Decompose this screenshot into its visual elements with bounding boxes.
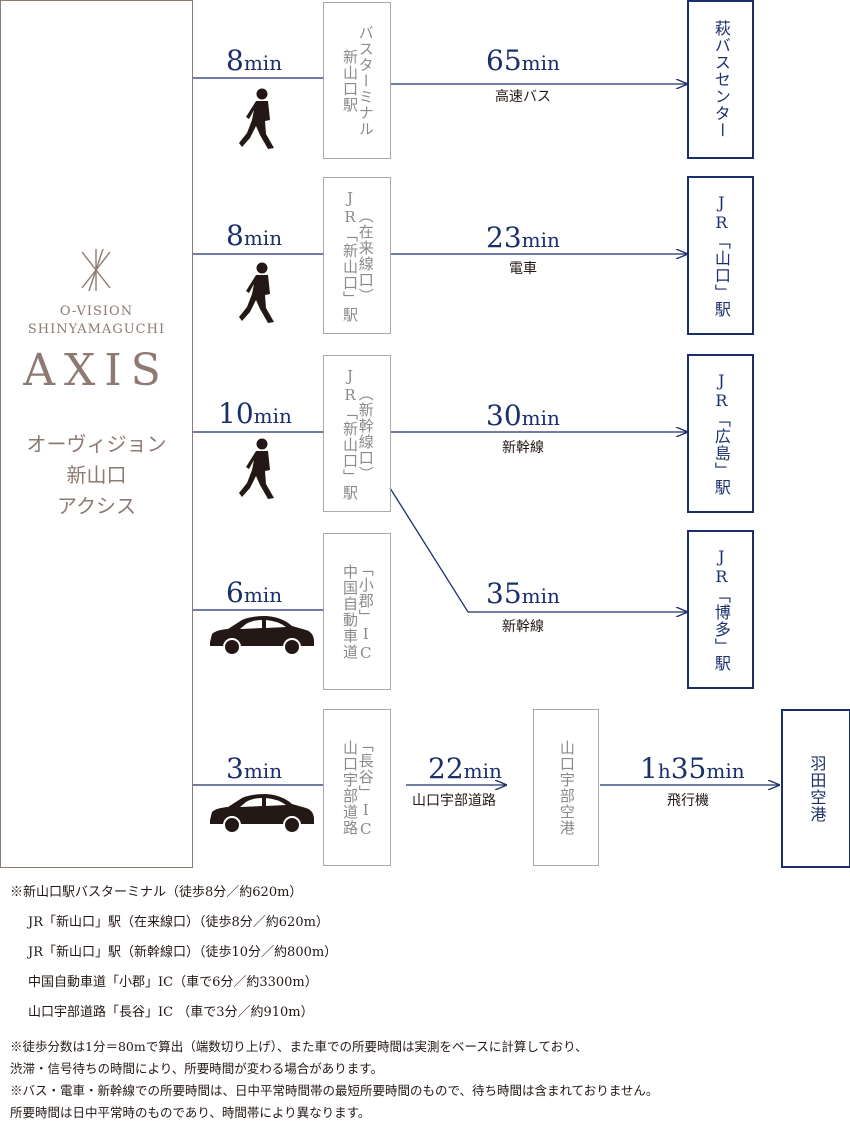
r2-leg2-mode: 電車	[509, 261, 537, 277]
r5-leg1-time: 6min	[226, 576, 283, 609]
r6-leg3-mode: 飛行機	[667, 793, 709, 809]
hub-bus-terminal: 新山口駅 バスターミナル	[323, 2, 391, 159]
brand-subtitle-1: O-VISION	[59, 304, 134, 319]
brand-jp-1: オーヴィジョン	[26, 432, 167, 456]
footnote-line: ※徒歩分数は1分＝80mで算出（端数切り上げ）、また車での所要時間は実測をベース…	[10, 1039, 588, 1054]
car-icon	[210, 794, 314, 834]
r1-leg2-time: 65min	[486, 44, 560, 77]
hub-jr-shinyamaguchi-shinkansen: JR「新山口」駅 （新幹線口）	[323, 355, 391, 512]
note-line: 山口宇部道路「長谷」IC （車で3分／約910m）	[28, 1005, 314, 1020]
footnote-line: 渋滞・信号待ちの時間により、所要時間が変わる場合があります。	[10, 1061, 384, 1076]
r3-leg2-time: 30min	[486, 399, 560, 432]
dest-haneda-airport: 羽田空港	[781, 709, 850, 868]
r2-leg2-time: 23min	[486, 221, 560, 254]
r1-leg2-mode: 高速バス	[495, 89, 551, 105]
r2-leg1-time: 8min	[226, 219, 283, 252]
footnotes: ※徒歩分数は1分＝80mで算出（端数切り上げ）、また車での所要時間は実測をベース…	[10, 1036, 840, 1124]
hub-ogori-ic: 中国自動車道 「小郡」IC	[323, 533, 391, 690]
dest-hagi-bus-center: 萩バスセンター	[687, 0, 754, 159]
dest-jr-yamaguchi: JR「山口」駅	[687, 176, 754, 335]
brand-logo-mark	[81, 248, 111, 292]
r3-leg1-time: 10min	[218, 397, 292, 430]
walk-icon	[239, 262, 274, 323]
footnote-line: 所要時間は日中平常時のものであり、時間帯により異なります。	[10, 1105, 371, 1120]
hub-yamaguchi-ube-airport: 山口宇部空港	[533, 709, 599, 866]
arrow-r4-leg2	[389, 487, 687, 612]
r3-leg2-mode: 新幹線	[502, 440, 544, 456]
hub-nagatani-ic: 山口宇部道路 「長谷」IC	[323, 709, 391, 866]
route-lines	[193, 77, 850, 880]
brand-jp-2: 新山口	[66, 463, 127, 487]
brand-panel: O-VISION SHINYAMAGUCHI AXIS オーヴィジョン 新山口 …	[0, 0, 193, 868]
car-icon	[210, 616, 314, 656]
walk-icon	[239, 88, 274, 149]
r4-leg2-mode: 新幹線	[502, 619, 544, 635]
r1-leg1-time: 8min	[226, 44, 283, 77]
r6-leg2-mode: 山口宇部道路	[412, 793, 496, 809]
access-notes-list: ※新山口駅バスターミナル（徒歩8分／約620m） JR「新山口」駅（在来線口）（…	[10, 882, 840, 1032]
note-line: ※新山口駅バスターミナル（徒歩8分／約620m）	[10, 885, 303, 900]
brand-name: AXIS	[23, 345, 170, 396]
dest-jr-hakata: JR「博多」駅	[687, 530, 754, 689]
r6-leg3-time: 1h35min	[640, 752, 745, 785]
note-line: JR「新山口」駅（在来線口）（徒歩8分／約620m）	[28, 915, 329, 930]
r4-leg2-time: 35min	[486, 577, 560, 610]
brand-jp-3: アクシス	[57, 494, 136, 518]
footnote-line: ※バス・電車・新幹線での所要時間は、日中平常時間帯の最短所要時間のもので、待ち時…	[10, 1083, 659, 1098]
r6-leg1-time: 3min	[226, 752, 283, 785]
dest-jr-hiroshima: JR「広島」駅	[687, 354, 754, 513]
r6-leg2-time: 22min	[428, 752, 502, 785]
hub-jr-shinyamaguchi-zairai: JR「新山口」駅 （在来線口）	[323, 177, 391, 334]
note-line: JR「新山口」駅（新幹線口）（徒歩10分／約800m）	[28, 945, 338, 960]
brand-subtitle-2: SHINYAMAGUCHI	[27, 322, 166, 337]
walk-icon	[239, 438, 274, 499]
note-line: 中国自動車道「小郡」IC（車で6分／約3300m）	[28, 975, 318, 990]
